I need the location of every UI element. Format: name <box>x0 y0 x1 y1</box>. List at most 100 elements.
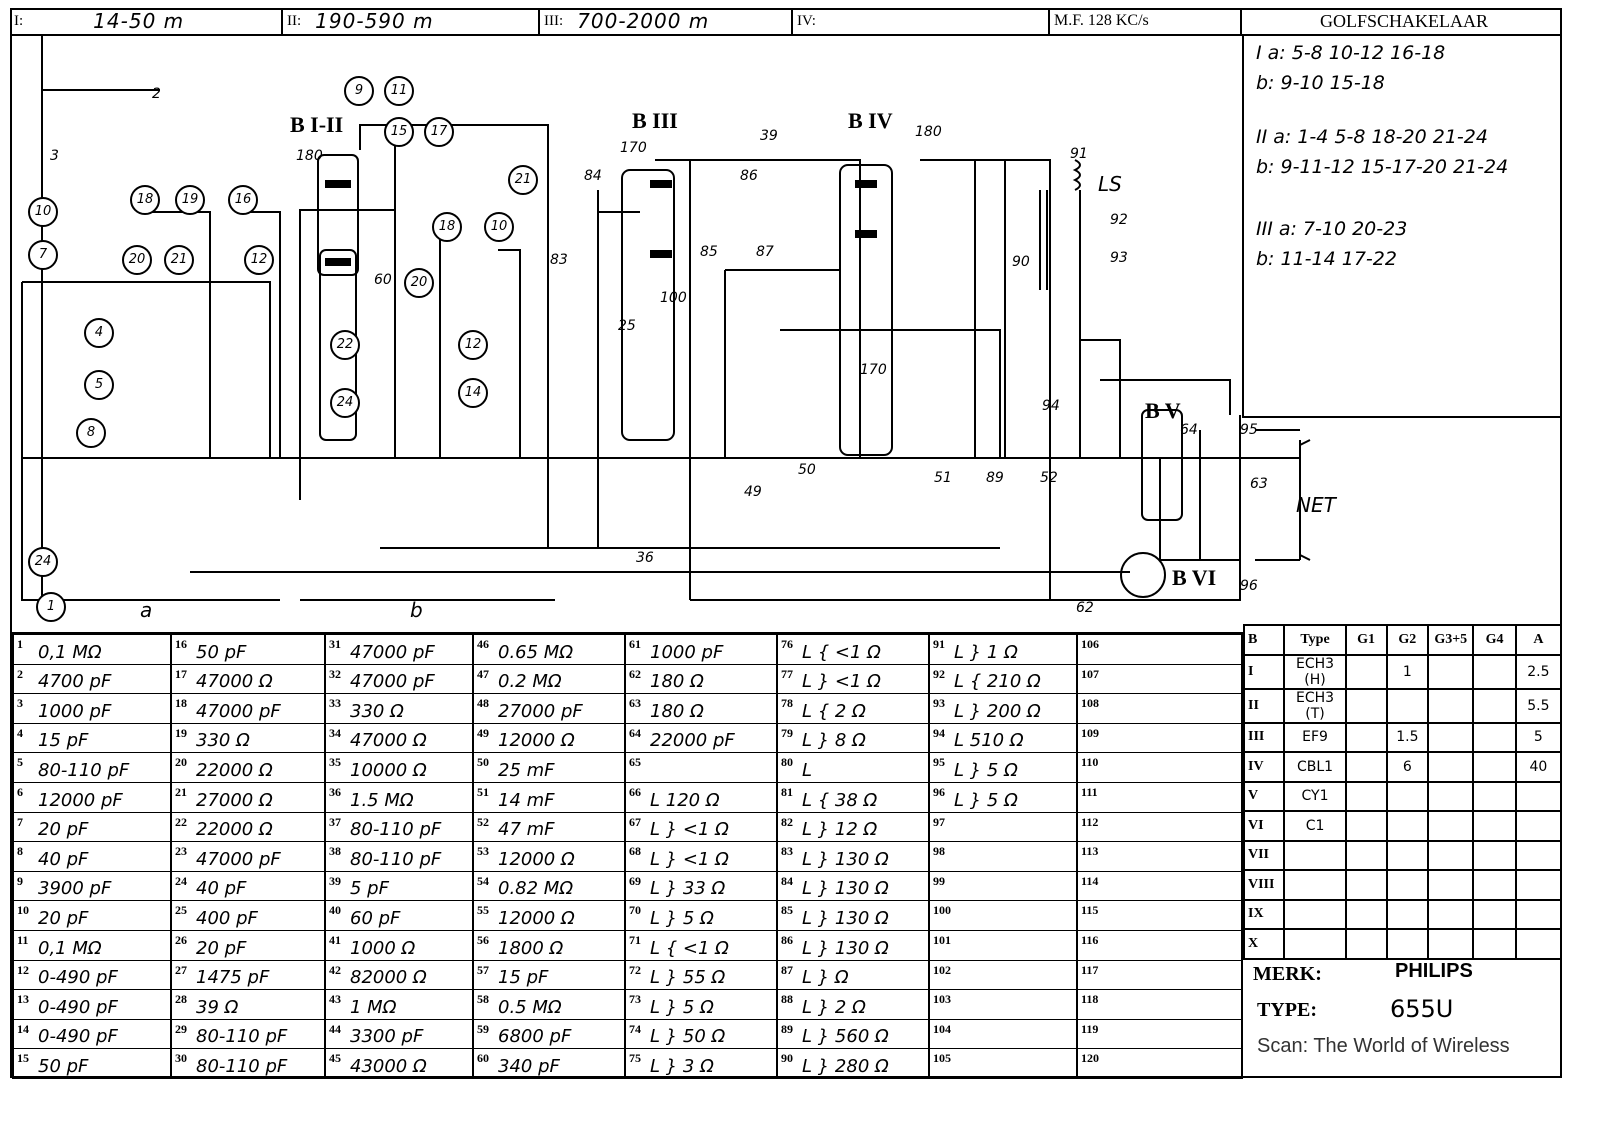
component-row: 113 <box>1078 842 1241 872</box>
tube-value <box>1427 721 1475 753</box>
component-value: L } <1 Ω <box>802 671 881 693</box>
tube-value <box>1385 898 1430 930</box>
tube-type: CY1 <box>1283 780 1347 812</box>
column-header: Type <box>1283 624 1347 656</box>
component-row: 117 <box>1078 961 1241 991</box>
part-number: 25 <box>618 318 636 334</box>
component-number: 101 <box>933 933 951 947</box>
component-value: L { 38 Ω <box>802 789 878 811</box>
part-number: 83 <box>550 252 568 268</box>
tube-position: X <box>1242 928 1286 960</box>
switch-title-cell: GOLFSCHAKELAAR <box>1242 8 1562 36</box>
mf-cell: M.F. 128 KC/s <box>1050 8 1242 36</box>
component-number: 12 <box>17 962 29 977</box>
component-number: 3 <box>17 696 23 711</box>
component-value: 0.5 MΩ <box>498 996 562 1018</box>
component-number: 22 <box>175 814 187 829</box>
node-marker: 18 <box>130 185 160 215</box>
tube-value <box>1514 869 1563 901</box>
component-value: 0.65 MΩ <box>498 641 574 663</box>
component-value: L <box>802 759 813 781</box>
component-value: L } 12 Ω <box>802 819 878 841</box>
component-number: 59 <box>477 1021 489 1036</box>
component-number: 24 <box>175 873 187 888</box>
component-value: L } 200 Ω <box>954 700 1041 722</box>
band-3-range: 700-2000 m <box>577 9 710 33</box>
component-value: L } 130 Ω <box>802 937 889 959</box>
part-number: 180 <box>296 148 323 164</box>
node-marker: 15 <box>384 117 414 147</box>
component-number: 50 <box>477 755 489 770</box>
component-number: 65 <box>629 755 641 770</box>
component-number: 30 <box>175 1051 187 1066</box>
part-number: 94 <box>1042 398 1060 414</box>
component-value: 4700 pF <box>38 671 112 693</box>
tube-value <box>1472 780 1517 812</box>
tube-bv <box>1141 409 1183 521</box>
tube-type <box>1283 839 1347 871</box>
component-number: 100 <box>933 903 951 918</box>
component-number: 7 <box>17 814 23 829</box>
component-row: 104 <box>930 1020 1076 1050</box>
tube-value <box>1385 780 1430 812</box>
component-number: 11 <box>17 933 29 947</box>
component-number: 4 <box>17 725 23 740</box>
part-number: 2 <box>152 86 161 102</box>
node-marker: 11 <box>384 76 414 106</box>
component-value: 1.5 MΩ <box>350 789 414 811</box>
component-value: L } 130 Ω <box>802 907 889 929</box>
component-value: 12000 Ω <box>498 730 575 752</box>
band-2-label: II: <box>287 12 302 29</box>
component-number: 109 <box>1081 725 1099 740</box>
tube-position: II <box>1242 687 1286 724</box>
tube-value <box>1514 839 1563 871</box>
component-number: 44 <box>329 1021 341 1036</box>
tube-value <box>1514 780 1563 812</box>
component-value: 0,1 MΩ <box>38 641 102 663</box>
band-4-label: IV: <box>797 12 816 29</box>
part-number: 39 <box>760 128 778 144</box>
component-number: 63 <box>629 696 641 711</box>
switch-line: b: 9-11-12 15-17-20 21-24 <box>1256 156 1509 178</box>
tube-value <box>1344 898 1388 930</box>
component-value: 0.82 MΩ <box>498 878 574 900</box>
component-value: 12000 Ω <box>498 848 575 870</box>
component-number: 107 <box>1081 666 1099 681</box>
tube-label: B VI <box>1172 565 1217 590</box>
component-value: L } 2 Ω <box>802 996 866 1018</box>
node-marker: 9 <box>344 76 374 106</box>
schematic-frame <box>10 8 1562 1078</box>
node-marker: 21 <box>164 245 194 275</box>
model-number: 655U <box>1390 995 1454 1023</box>
tube-value <box>1344 721 1388 753</box>
